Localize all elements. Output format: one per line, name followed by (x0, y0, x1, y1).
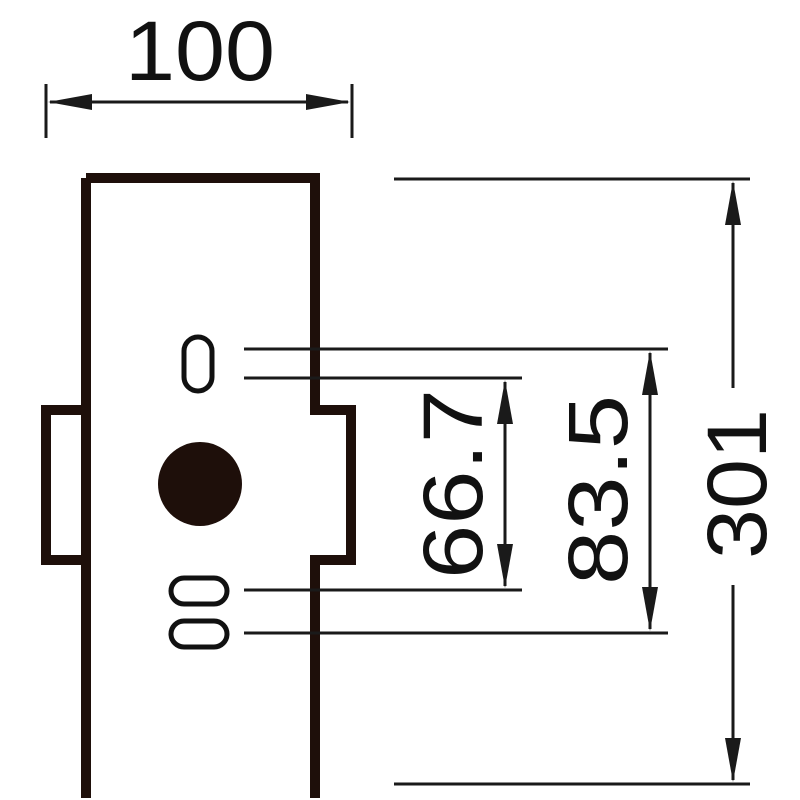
height-arrow-up-icon (725, 181, 741, 225)
hole-reference-lines (244, 347, 668, 635)
bottom-mount-slots-icon (168, 575, 230, 650)
outer-spacing-dimension: 83.5 (551, 351, 658, 631)
inner-arrow-up-icon (497, 380, 513, 424)
width-label: 100 (125, 4, 275, 98)
outer-arrow-up-icon (642, 351, 658, 395)
outer-arrow-down-icon (642, 587, 658, 631)
inner-spacing-dimension: 66.7 (406, 380, 513, 588)
width-arrow-left-icon (48, 94, 92, 110)
outer-spacing-label: 83.5 (551, 395, 645, 585)
height-label: 301 (690, 409, 784, 559)
height-arrow-down-icon (725, 738, 741, 782)
width-arrow-right-icon (306, 94, 350, 110)
inner-spacing-label: 66.7 (406, 389, 500, 579)
height-dimension: 301 (394, 177, 784, 786)
width-dimension: 100 (44, 4, 354, 138)
center-mount-icon (158, 442, 242, 526)
top-mount-slot-icon (181, 334, 215, 394)
inner-arrow-down-icon (497, 544, 513, 588)
fixture-body-outline (41, 173, 356, 798)
